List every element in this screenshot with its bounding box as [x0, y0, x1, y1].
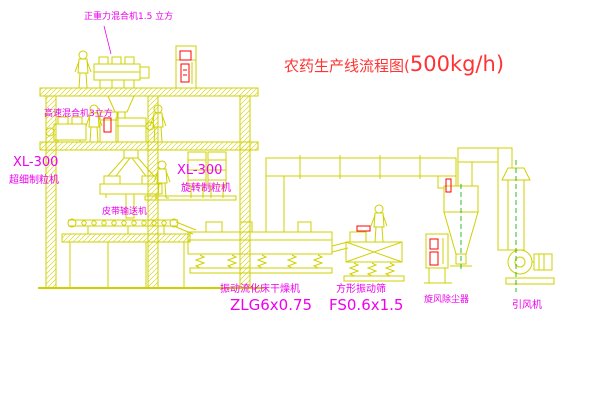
label-fan: 引风机	[512, 300, 542, 311]
label-granulator-mid-model: XL-300	[177, 163, 223, 178]
red-markers	[356, 178, 452, 232]
label-granulator-left-name: 超细制粒机	[9, 175, 59, 186]
exhaust-duct	[265, 155, 457, 233]
building-structure	[38, 87, 264, 289]
label-cyclone: 旋风除尘器	[424, 295, 470, 305]
label-dryer-model: ZLG6x0.75	[230, 296, 313, 314]
cone-mixer	[115, 117, 155, 143]
label-sieve-name: 方形振动筛	[336, 284, 386, 295]
person-figure	[370, 204, 388, 243]
label-leader	[103, 25, 112, 55]
label-sieve-model: FS0.6x1.5	[329, 296, 404, 314]
label-high-speed-mixer: 高速混合机3立方	[44, 109, 113, 119]
y-chute	[106, 149, 156, 177]
dust-filter-boxes	[187, 151, 227, 198]
fluidized-bed-dryer	[187, 221, 333, 274]
label-gravity-mixer: 正重力混合机1.5 立方	[84, 12, 174, 22]
centerlines	[460, 160, 517, 292]
label-dryer-name: 振动流化床干燥机	[220, 284, 300, 295]
belt-conveyor	[67, 218, 197, 235]
rotary-granulator	[99, 175, 163, 219]
label-granulator-mid-name: 旋转制粒机	[181, 183, 231, 194]
high-speed-mixer	[45, 116, 87, 142]
label-granulator-left-model: XL-300	[13, 155, 59, 170]
label-belt-conveyor: 皮带输送机	[102, 207, 148, 217]
diagram-title-capacity: 500kg/h)	[409, 52, 505, 76]
control-cabinet-mid	[99, 111, 119, 143]
gravity-mixer	[93, 56, 150, 119]
control-cabinet-top	[175, 45, 197, 89]
square-vibrating-sieve	[331, 231, 405, 282]
induced-draft-fan	[505, 249, 555, 285]
person-figure	[74, 50, 92, 89]
control-cabinet-right	[424, 233, 452, 284]
exhaust-stack	[501, 167, 531, 251]
diagram-title-text: 农药生产线流程图(	[284, 57, 410, 75]
diagram-title: 农药生产线流程图( 500kg/h)	[284, 52, 504, 76]
